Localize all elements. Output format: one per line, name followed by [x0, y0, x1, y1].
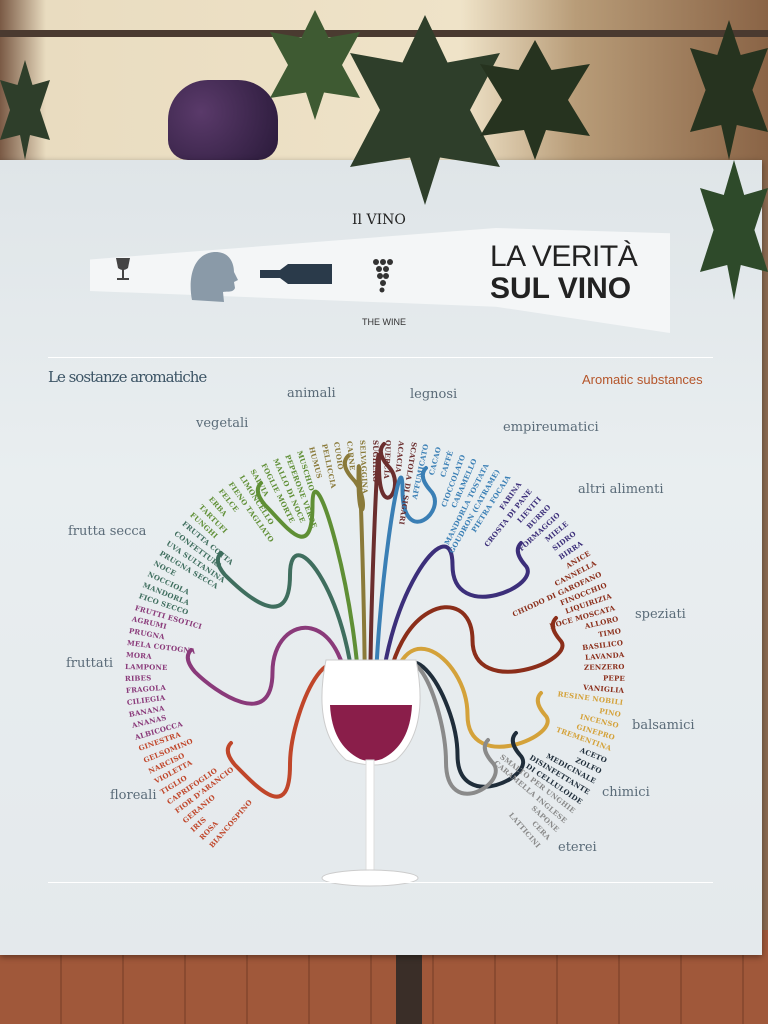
category-empireumatici: empireumatici [503, 420, 599, 435]
category-frutta-secca: frutta secca [68, 524, 147, 539]
aroma-label: QUERCIA [381, 439, 393, 480]
category-fruttati: fruttati [66, 656, 113, 671]
category-eterei: eterei [558, 840, 597, 855]
head-profile-icon [190, 251, 238, 302]
subtitle-english: Aromatic substances [582, 372, 703, 387]
aroma-curve-frutta-secca [215, 551, 357, 722]
subtitle-italian: Le sostanze aromatiche [48, 368, 207, 386]
aroma-label: MORA [125, 649, 152, 661]
aroma-label: PEPE [602, 673, 626, 683]
aroma-label: SELVAGGINA [358, 439, 370, 494]
aroma-label: LAMPONE [124, 661, 168, 672]
aroma-curve-animali [342, 454, 367, 722]
iron-rod [0, 30, 768, 37]
category-legnosi: legnosi [410, 387, 458, 402]
divider [48, 357, 713, 358]
category-vegetali: vegetali [196, 416, 249, 431]
aroma-curve-balsamici [388, 646, 550, 749]
aroma-curve-empireumatici [373, 466, 437, 722]
grape-bunch-decoration [168, 80, 278, 160]
wine-glass-icon [321, 659, 421, 887]
aroma-curve-fruttati [185, 625, 352, 722]
title-il-vino: Il VINO [352, 212, 406, 228]
category-floreali: floreali [110, 788, 157, 803]
category-altri-alimenti: altri alimenti [578, 482, 664, 497]
aroma-label: SUGHERO [371, 439, 380, 482]
aroma-curve-vegetali [255, 481, 362, 722]
aroma-label: RIBES [124, 673, 152, 683]
category-chimici: chimici [602, 785, 650, 800]
category-balsamici: balsamici [632, 718, 695, 733]
main-title-line2: SUL VINO [490, 272, 632, 305]
divider [48, 882, 713, 883]
category-speziati: speziati [635, 607, 686, 622]
wine-glass-icon-small [116, 258, 130, 280]
main-title-line1: LA VERITÀ [490, 240, 638, 273]
grape-icon [373, 259, 393, 293]
wine-bottle-icon [260, 264, 332, 284]
aroma-curve-legnosi [368, 442, 398, 722]
category-animali: animali [287, 386, 336, 401]
aroma-label: ZENZERO [584, 661, 626, 672]
the-wine-label: THE WINE [362, 317, 406, 327]
aroma-curve-altri-alimenti [378, 541, 530, 722]
aroma-curve-speziati [383, 605, 565, 722]
